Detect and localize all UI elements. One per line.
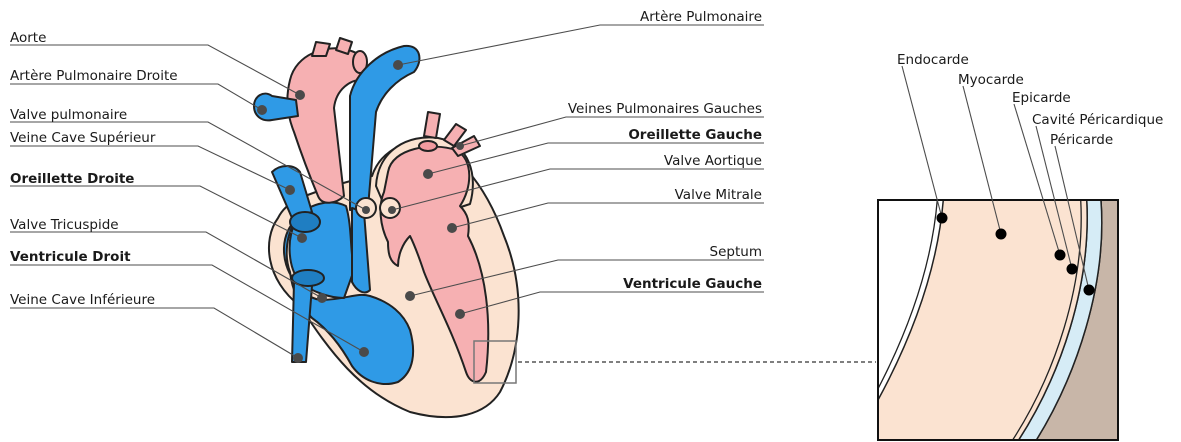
dot-oreillette-droite [297,233,307,243]
right-atrium-opening [290,212,320,232]
right-labels: Artère Pulmonaire Veines Pulmonaires Gau… [568,9,762,292]
wall-cross-section [872,190,1181,442]
label-veine-cave-superieur: Veine Cave Supérieur [10,130,156,146]
label-veine-cave-inferieure: Veine Cave Inférieure [10,292,155,308]
aorta-branch-2 [336,38,352,54]
dot-veines-pulmonaires-gauches [456,142,464,150]
inferior-vena-cava [292,282,312,362]
dot-cavite-pericardique [1067,264,1078,275]
dot-valve-pulmonaire [362,206,370,214]
label-ventricule-gauche: Ventricule Gauche [623,276,762,292]
aorta-branch-1 [312,42,330,56]
dot-ventricule-gauche [455,309,465,319]
label-veines-pulmonaires-gauches: Veines Pulmonaires Gauches [568,101,762,117]
label-oreillette-droite: Oreillette Droite [10,171,134,187]
label-artere-pulmonaire-droite: Artère Pulmonaire Droite [10,68,178,84]
label-endocarde: Endocarde [897,52,969,68]
left-atrium-opening [419,141,437,151]
leader-endocarde [902,66,942,218]
label-valve-pulmonaire: Valve pulmonaire [10,107,127,123]
label-cavite-pericardique: Cavité Péricardique [1032,112,1163,128]
label-aorte: Aorte [10,30,46,46]
label-valve-aortique: Valve Aortique [664,153,762,169]
dot-myocarde [996,229,1007,240]
dot-pericarde [1084,285,1095,296]
dot-artere-pulmonaire-droite [257,105,267,115]
label-ventricule-droit: Ventricule Droit [10,249,131,265]
left-labels: Aorte Artère Pulmonaire Droite Valve pul… [10,30,178,308]
dot-artere-pulmonaire [393,60,403,70]
label-oreillette-gauche: Oreillette Gauche [628,127,762,143]
label-valve-tricuspide: Valve Tricuspide [10,217,119,233]
label-epicarde: Epicarde [1012,90,1071,106]
dot-veine-cave-superieur [285,185,295,195]
dot-valve-mitrale [447,223,457,233]
label-pericarde: Péricarde [1050,132,1113,148]
dot-veine-cave-inferieure [293,353,303,363]
dot-epicarde [1055,250,1066,261]
wall-labels: Endocarde Myocarde Epicarde Cavité Péric… [897,52,1163,148]
label-valve-mitrale: Valve Mitrale [675,187,762,203]
dot-endocarde [937,213,948,224]
pulmonary-vein-1 [424,112,440,138]
dot-septum [405,291,415,301]
leader-veine-cave-inferieure [10,308,298,358]
dot-oreillette-gauche [423,169,433,179]
label-myocarde: Myocarde [958,72,1024,88]
dot-valve-aortique [388,206,396,214]
leader-artere-pulmonaire [398,25,764,65]
label-septum: Septum [710,244,762,260]
dot-aorte [295,90,305,100]
dot-valve-tricuspide [317,293,327,303]
label-artere-pulmonaire: Artère Pulmonaire [640,9,762,25]
dot-ventricule-droit [359,347,369,357]
